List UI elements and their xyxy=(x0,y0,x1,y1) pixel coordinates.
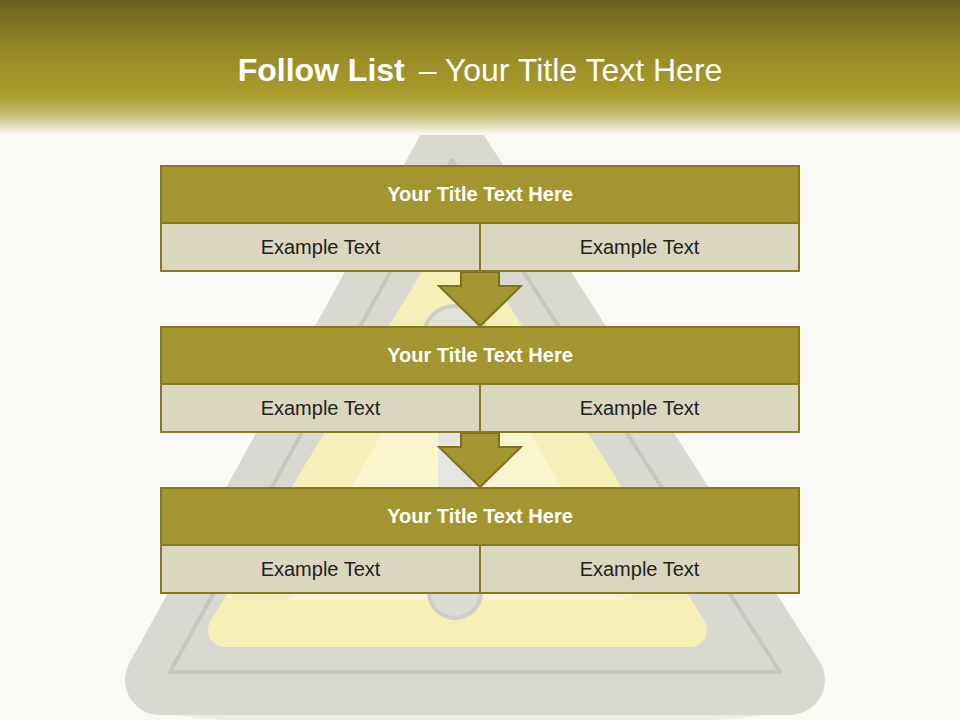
cell-text: Example Text xyxy=(261,397,381,420)
block-arrow xyxy=(439,272,521,326)
list-box: Your Title Text HereExample TextExample … xyxy=(160,487,800,594)
table-cell: Example Text xyxy=(162,385,479,431)
title-suffix: – Your Title Text Here xyxy=(419,52,723,88)
cell-text: Example Text xyxy=(261,558,381,581)
table-cell: Example Text xyxy=(162,546,479,592)
title-row: Follow List – Your Title Text Here xyxy=(0,52,960,89)
list-box: Your Title Text HereExample TextExample … xyxy=(160,165,800,272)
cell-row: Example Text Example Text xyxy=(162,224,798,270)
cell-text: Example Text xyxy=(580,397,700,420)
box-title: Your Title Text Here xyxy=(162,489,798,544)
cell-text: Example Text xyxy=(580,558,700,581)
box-title: Your Title Text Here xyxy=(162,328,798,383)
cell-text: Example Text xyxy=(261,236,381,259)
table-cell: Example Text xyxy=(481,385,798,431)
box-title: Your Title Text Here xyxy=(162,167,798,222)
cell-text: Example Text xyxy=(580,236,700,259)
table-cell: Example Text xyxy=(481,546,798,592)
table-cell: Example Text xyxy=(481,224,798,270)
slide-title: Follow List xyxy=(238,52,405,88)
block-arrow xyxy=(439,433,521,487)
cell-row: Example Text Example Text xyxy=(162,385,798,431)
cell-row: Example Text Example Text xyxy=(162,546,798,592)
table-cell: Example Text xyxy=(162,224,479,270)
list-box: Your Title Text HereExample TextExample … xyxy=(160,326,800,433)
